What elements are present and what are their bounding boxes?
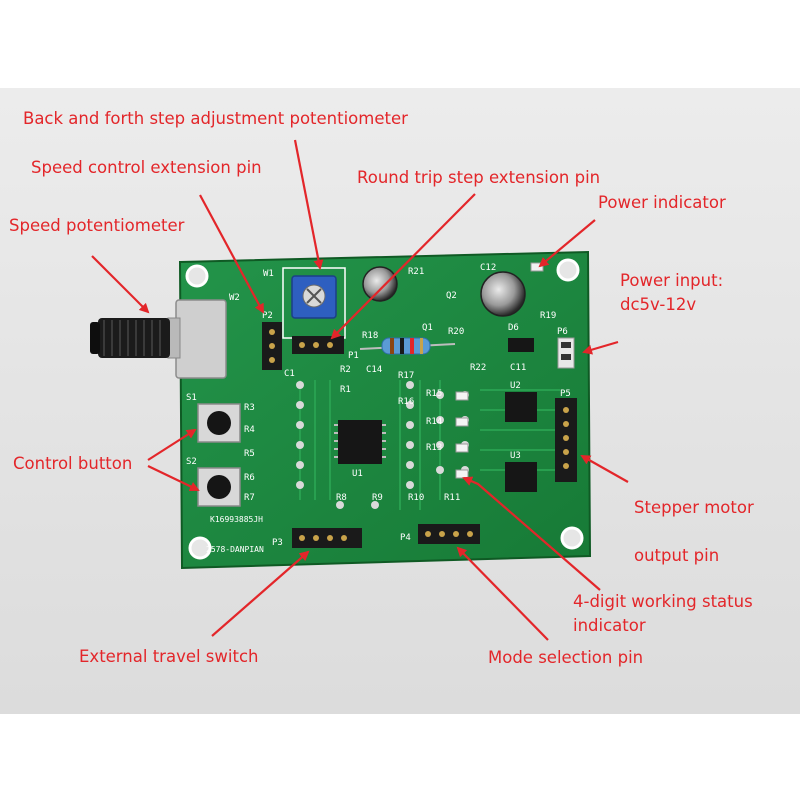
arrow-back-forth-pot — [293, 139, 324, 270]
silk-maker: 2578-DANPIAN — [206, 545, 264, 554]
transistor-d6 — [508, 338, 534, 352]
label-travel-switch: External travel switch — [79, 647, 259, 666]
silk-r10: R10 — [408, 493, 424, 503]
silk-r21: R21 — [408, 267, 424, 277]
arrow-mode-pin — [456, 546, 549, 641]
silk-r5: R5 — [244, 449, 255, 459]
label-round-trip-pin: Round trip step extension pin — [357, 168, 601, 187]
silk-s2: S2 — [186, 457, 197, 467]
arrow-power-input — [582, 340, 619, 355]
electrolytic-capacitor-small — [362, 266, 398, 302]
arrow-status-indicator — [462, 476, 601, 591]
silk-p4: P4 — [400, 533, 411, 543]
silk-r13: R13 — [426, 443, 442, 453]
arrow-power-indicator — [538, 219, 596, 268]
silk-u1: U1 — [352, 469, 363, 479]
arrow-button-s1 — [147, 428, 197, 461]
label-status-indicator-1: 4-digit working status — [573, 592, 753, 611]
silk-p6: P6 — [557, 327, 568, 337]
silk-w1: W1 — [263, 269, 274, 279]
silk-s1: S1 — [186, 393, 197, 403]
trimmer-potentiometer-w1 — [282, 267, 346, 339]
silk-r1: R1 — [340, 385, 351, 395]
silk-d6: D6 — [508, 323, 519, 333]
silk-p2: P2 — [262, 311, 273, 321]
label-power-input-1: Power input: — [620, 271, 724, 290]
silk-r11: R11 — [444, 493, 460, 503]
silk-r15: R15 — [426, 389, 442, 399]
silk-q2: Q2 — [446, 291, 457, 301]
header-p3 — [292, 528, 362, 548]
label-control-button: Control button — [13, 454, 133, 473]
label-power-indicator: Power indicator — [598, 193, 726, 212]
silk-r17: R17 — [398, 371, 414, 381]
silk-r6: R6 — [244, 473, 255, 483]
electrolytic-capacitor-c12 — [480, 271, 526, 317]
speed-potentiometer-knob — [90, 299, 227, 379]
silk-r8: R8 — [336, 493, 347, 503]
silk-c14: C14 — [366, 365, 382, 375]
silk-r2: R2 — [340, 365, 351, 375]
arrow-travel-switch — [211, 550, 310, 637]
silk-c11: C11 — [510, 363, 526, 373]
status-leds — [455, 391, 469, 479]
ic-u2 — [505, 392, 537, 422]
silk-r16: R16 — [398, 397, 414, 407]
silk-p1: P1 — [348, 351, 359, 361]
silkscreen-labels: W1 W2 P2 P1 P3 P4 P5 P6 S1 S2 U1 U2 U3 C… — [186, 263, 571, 554]
silk-serial: K16993885JH — [210, 515, 263, 524]
silk-u2: U2 — [510, 381, 521, 391]
label-stepper-motor: Stepper motor — [634, 498, 754, 517]
silk-r18: R18 — [362, 331, 378, 341]
label-speed-ext-pin: Speed control extension pin — [31, 158, 262, 177]
arrow-speed-pot — [91, 255, 150, 314]
silk-r20: R20 — [448, 327, 464, 337]
silk-r7: R7 — [244, 493, 255, 503]
silk-c1: C1 — [284, 369, 295, 379]
silk-p3: P3 — [272, 538, 283, 548]
annotation-arrows — [91, 139, 629, 641]
label-power-input-2: dc5v-12v — [620, 295, 697, 314]
arrow-stepper-output — [580, 455, 629, 483]
header-p2 — [262, 322, 282, 370]
header-p1 — [292, 336, 344, 354]
silk-u3: U3 — [510, 451, 521, 461]
arrow-button-s2 — [147, 465, 200, 492]
silk-r3: R3 — [244, 403, 255, 413]
label-speed-pot: Speed potentiometer — [9, 216, 185, 235]
control-button-s2 — [197, 467, 241, 507]
label-output-pin: output pin — [634, 546, 720, 565]
silk-r4: R4 — [244, 425, 255, 435]
silk-r19: R19 — [540, 311, 556, 321]
label-back-forth-pot: Back and forth step adjustment potentiom… — [23, 109, 408, 128]
header-p4 — [418, 524, 480, 544]
label-mode-pin: Mode selection pin — [488, 648, 644, 667]
header-p6 — [557, 337, 575, 369]
ic-u3 — [505, 462, 537, 492]
label-status-indicator-2: indicator — [573, 616, 646, 635]
arrow-speed-ext-pin — [199, 194, 264, 314]
silk-r14: R14 — [426, 417, 442, 427]
silk-w2: W2 — [229, 293, 240, 303]
silk-p5: P5 — [560, 389, 571, 399]
arrow-round-trip-pin — [330, 193, 476, 340]
silk-q1: Q1 — [422, 323, 433, 333]
header-p5 — [555, 398, 577, 482]
silk-c12: C12 — [480, 263, 496, 273]
control-button-s1 — [197, 403, 241, 443]
silk-r9: R9 — [372, 493, 383, 503]
silk-r22: R22 — [470, 363, 486, 373]
resistor-r18 — [359, 337, 456, 355]
ic-u1 — [334, 420, 386, 464]
